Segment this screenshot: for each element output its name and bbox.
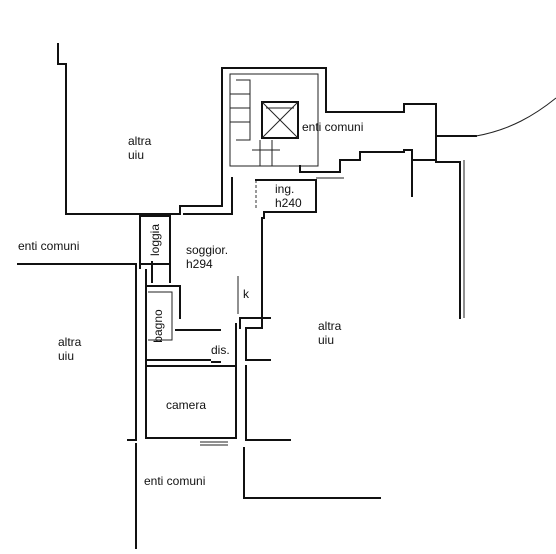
- label-k: k: [243, 287, 250, 301]
- label-loggia: loggia: [148, 224, 162, 256]
- label-camera: camera: [166, 398, 206, 412]
- walls: [17, 43, 556, 549]
- label-bagno: bagno: [151, 309, 165, 343]
- label-ingresso: ing.h240: [275, 182, 302, 210]
- label-soggiorno: soggior.h294: [186, 243, 228, 271]
- label-enti-comuni-left: enti comuni: [18, 239, 79, 253]
- label-dis: dis.: [211, 343, 230, 357]
- label-enti-comuni-top: enti comuni: [302, 120, 363, 134]
- label-enti-comuni-bottom: enti comuni: [144, 474, 205, 488]
